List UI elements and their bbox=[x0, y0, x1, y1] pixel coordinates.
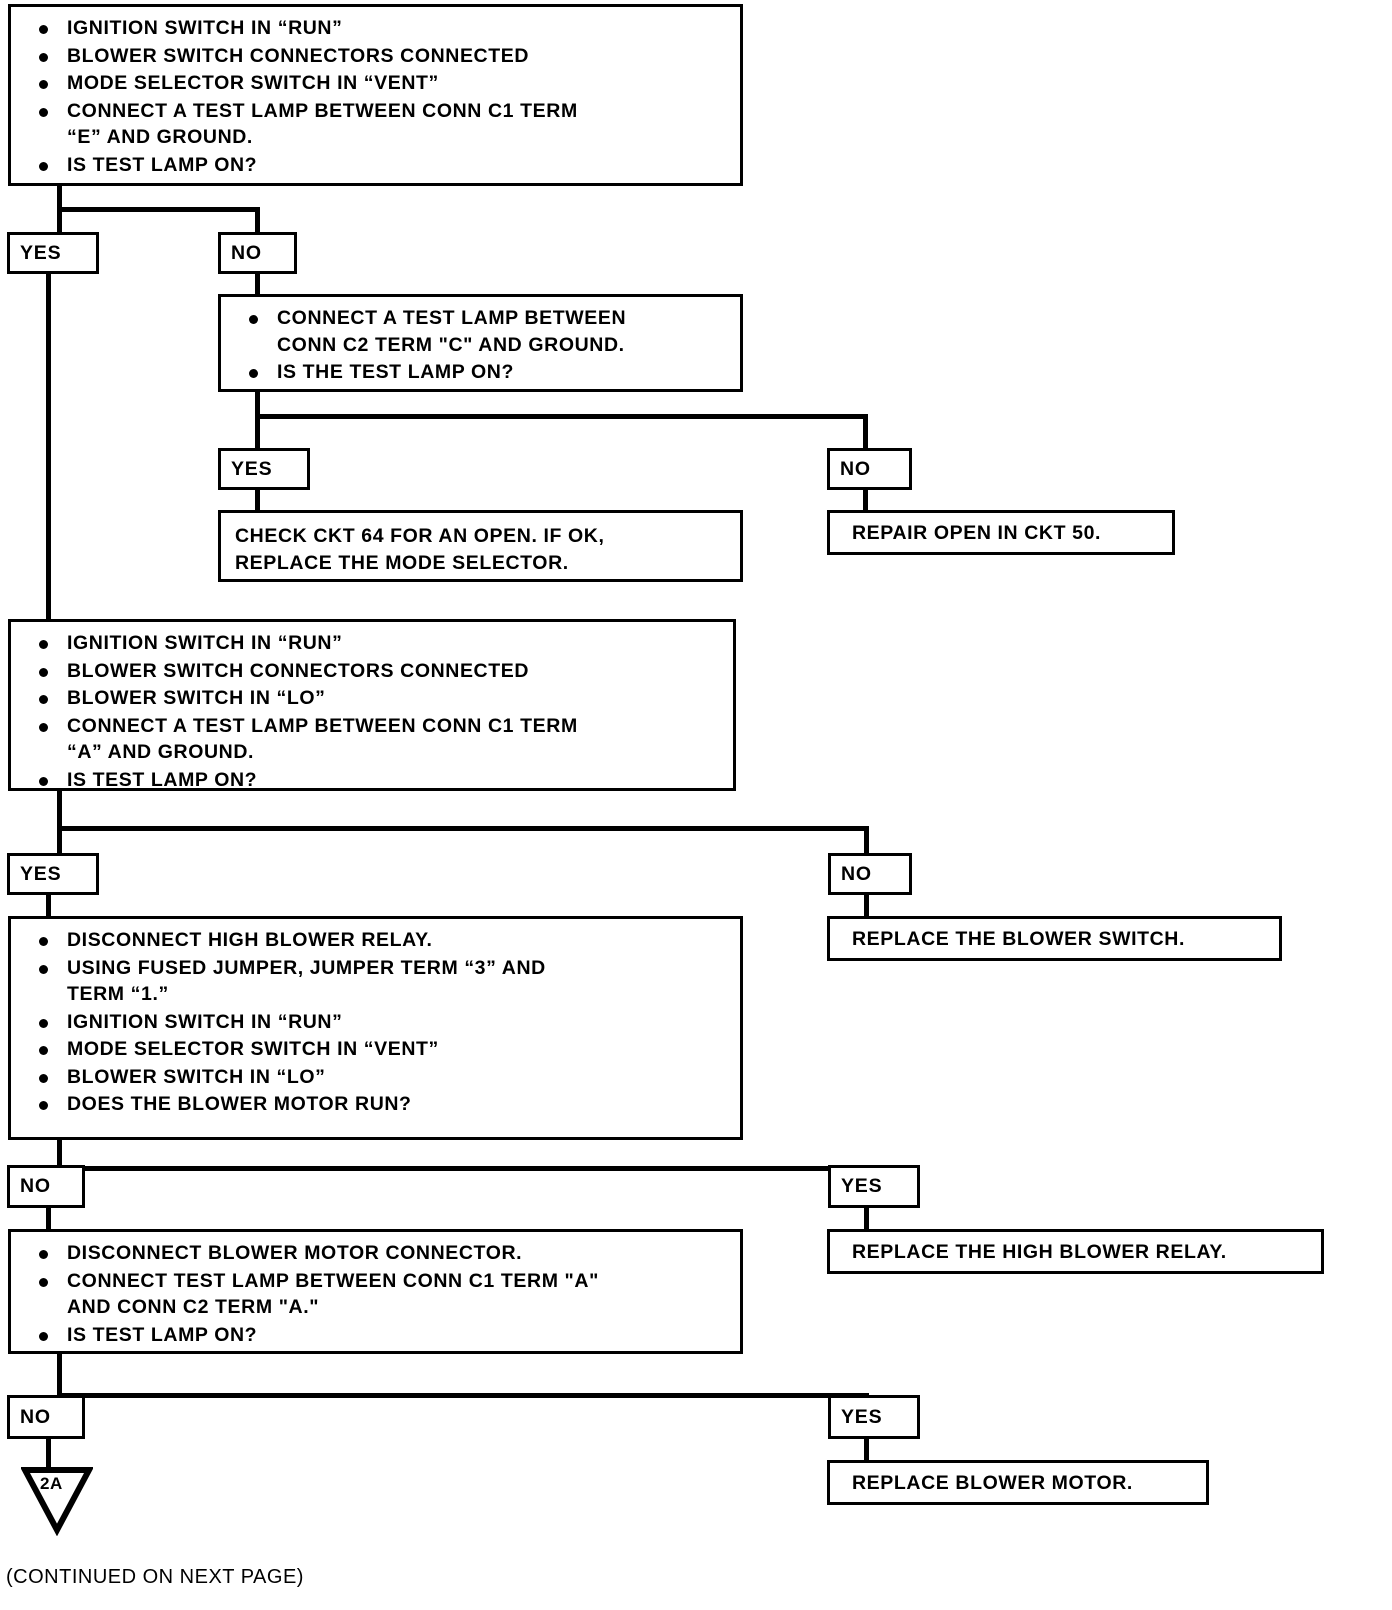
offpage-connector-label: 2A bbox=[40, 1474, 63, 1493]
list-item: CONNECT A TEST LAMP BETWEEN CONN C2 TERM… bbox=[235, 305, 730, 358]
branch-label-no-2[interactable]: NO bbox=[827, 448, 912, 490]
instruction-box-step5: DISCONNECT BLOWER MOTOR CONNECTOR. CONNE… bbox=[8, 1229, 743, 1354]
connector-line-no4-down bbox=[46, 1208, 51, 1231]
branch-label-text: NO bbox=[20, 1405, 51, 1428]
instruction-box-step3: IGNITION SWITCH IN “RUN” BLOWER SWITCH C… bbox=[8, 619, 736, 791]
list-item: CONNECT TEST LAMP BETWEEN CONN C1 TERM "… bbox=[25, 1268, 730, 1321]
result-text: REPAIR OPEN IN CKT 50. bbox=[852, 522, 1102, 544]
connector-line-step1-bus bbox=[57, 207, 260, 212]
bullet-list-step1: IGNITION SWITCH IN “RUN” BLOWER SWITCH C… bbox=[25, 15, 730, 178]
list-item: CONNECT A TEST LAMP BETWEEN CONN C1 TERM… bbox=[25, 713, 723, 766]
connector-line-no1-down bbox=[255, 274, 260, 296]
list-item: MODE SELECTOR SWITCH IN “VENT” bbox=[25, 1036, 730, 1063]
result-text: REPLACE THE BLOWER SWITCH. bbox=[852, 928, 1186, 950]
connector-line-yes1-spine bbox=[46, 274, 51, 619]
connector-line-step3-down bbox=[57, 791, 62, 853]
result-box-replace-blower-motor: REPLACE BLOWER MOTOR. bbox=[827, 1460, 1209, 1505]
list-item: IGNITION SWITCH IN “RUN” bbox=[25, 1009, 730, 1036]
list-item: CONNECT A TEST LAMP BETWEEN CONN C1 TERM… bbox=[25, 98, 730, 151]
continued-note: (CONTINUED ON NEXT PAGE) bbox=[6, 1566, 304, 1588]
connector-line-step5-down bbox=[57, 1354, 62, 1402]
branch-label-text: YES bbox=[841, 1175, 883, 1197]
list-item: MODE SELECTOR SWITCH IN “VENT” bbox=[25, 70, 730, 97]
list-item: IGNITION SWITCH IN “RUN” bbox=[25, 630, 723, 657]
branch-label-yes-3[interactable]: YES bbox=[7, 853, 99, 895]
list-item: DISCONNECT HIGH BLOWER RELAY. bbox=[25, 927, 730, 954]
list-item: USING FUSED JUMPER, JUMPER TERM “3” AND … bbox=[25, 955, 730, 1008]
branch-label-text: YES bbox=[841, 1405, 883, 1428]
branch-label-text: YES bbox=[231, 457, 273, 480]
list-item: BLOWER SWITCH IN “LO” bbox=[25, 1064, 730, 1091]
connector-line-yes2-down bbox=[255, 490, 260, 512]
connector-line-step3-no-drop bbox=[864, 826, 869, 853]
branch-label-yes-5[interactable]: YES bbox=[828, 1395, 920, 1439]
connector-line-step3-bus bbox=[57, 826, 869, 831]
instruction-box-step1: IGNITION SWITCH IN “RUN” BLOWER SWITCH C… bbox=[8, 4, 743, 186]
list-item: IS TEST LAMP ON? bbox=[25, 1322, 730, 1349]
branch-label-yes-1[interactable]: YES bbox=[7, 232, 99, 274]
bullet-list-step5: DISCONNECT BLOWER MOTOR CONNECTOR. CONNE… bbox=[25, 1240, 730, 1348]
offpage-connector: 2A bbox=[21, 1464, 93, 1536]
branch-label-yes-2[interactable]: YES bbox=[218, 448, 310, 490]
list-item: BLOWER SWITCH CONNECTORS CONNECTED bbox=[25, 43, 730, 70]
result-box-repair-ckt50: REPAIR OPEN IN CKT 50. bbox=[827, 510, 1175, 555]
bullet-list-step4: DISCONNECT HIGH BLOWER RELAY. USING FUSE… bbox=[25, 927, 730, 1118]
branch-label-text: YES bbox=[20, 862, 62, 885]
list-item: BLOWER SWITCH IN “LO” bbox=[25, 685, 723, 712]
result-text: REPLACE BLOWER MOTOR. bbox=[852, 1472, 1133, 1494]
branch-label-text: NO bbox=[841, 862, 872, 885]
branch-label-text: NO bbox=[231, 241, 262, 264]
connector-line-yes4-down bbox=[864, 1208, 869, 1231]
connector-line-yes5-down bbox=[864, 1439, 869, 1462]
result-text: REPLACE THE HIGH BLOWER RELAY. bbox=[852, 1241, 1227, 1263]
list-item: IS TEST LAMP ON? bbox=[25, 767, 723, 794]
connector-line-no3-down bbox=[864, 895, 869, 918]
connector-line-no5-down bbox=[46, 1439, 51, 1469]
connector-line-no2-down bbox=[863, 490, 868, 512]
branch-label-text: NO bbox=[840, 457, 871, 480]
connector-line-step2-no-drop bbox=[863, 414, 868, 448]
list-item: IS THE TEST LAMP ON? bbox=[235, 359, 730, 386]
result-text: CHECK CKT 64 FOR AN OPEN. IF OK, REPLACE… bbox=[235, 525, 605, 574]
branch-label-yes-4[interactable]: YES bbox=[828, 1165, 920, 1208]
list-item: DISCONNECT BLOWER MOTOR CONNECTOR. bbox=[25, 1240, 730, 1267]
connector-line-step1-no-drop bbox=[255, 207, 260, 232]
result-box-replace-high-blower-relay: REPLACE THE HIGH BLOWER RELAY. bbox=[827, 1229, 1324, 1274]
connector-line-step2-down bbox=[255, 392, 260, 448]
branch-label-text: YES bbox=[20, 241, 62, 264]
list-item: IS TEST LAMP ON? bbox=[25, 152, 730, 179]
connector-line-step4-bus bbox=[57, 1166, 869, 1171]
branch-label-no-1[interactable]: NO bbox=[218, 232, 297, 274]
instruction-box-step2: CONNECT A TEST LAMP BETWEEN CONN C2 TERM… bbox=[218, 294, 743, 392]
instruction-box-step4: DISCONNECT HIGH BLOWER RELAY. USING FUSE… bbox=[8, 916, 743, 1140]
bullet-list-step3: IGNITION SWITCH IN “RUN” BLOWER SWITCH C… bbox=[25, 630, 723, 793]
triangle-down-connector-icon bbox=[21, 1467, 93, 1536]
list-item: BLOWER SWITCH CONNECTORS CONNECTED bbox=[25, 658, 723, 685]
bullet-list-step2: CONNECT A TEST LAMP BETWEEN CONN C2 TERM… bbox=[235, 305, 730, 386]
branch-label-no-3[interactable]: NO bbox=[828, 853, 912, 895]
result-box-check-ckt64: CHECK CKT 64 FOR AN OPEN. IF OK, REPLACE… bbox=[218, 510, 743, 582]
branch-label-text: NO bbox=[20, 1175, 51, 1197]
list-item: IGNITION SWITCH IN “RUN” bbox=[25, 15, 730, 42]
connector-line-yes3-down bbox=[46, 895, 51, 918]
list-item: DOES THE BLOWER MOTOR RUN? bbox=[25, 1091, 730, 1118]
result-box-replace-blower-switch: REPLACE THE BLOWER SWITCH. bbox=[827, 916, 1282, 961]
connector-line-step2-bus bbox=[255, 414, 868, 419]
branch-label-no-5[interactable]: NO bbox=[7, 1395, 85, 1439]
connector-line-step5-bus bbox=[57, 1393, 869, 1398]
branch-label-no-4[interactable]: NO bbox=[7, 1165, 85, 1208]
